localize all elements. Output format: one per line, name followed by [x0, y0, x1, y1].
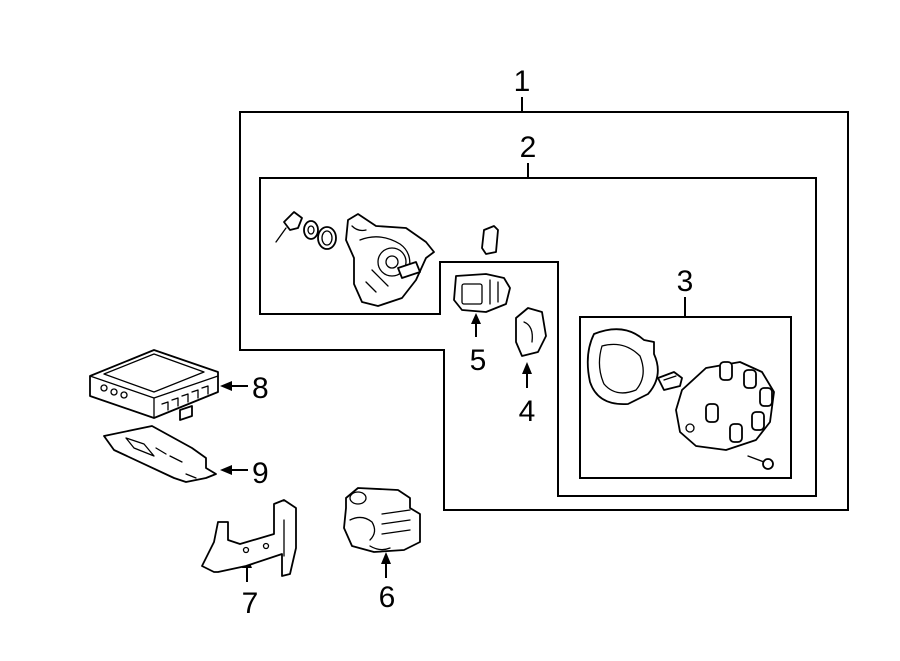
- part-8-control-module: [89, 349, 219, 421]
- assembly-frame-2: [259, 177, 817, 497]
- callout-2[interactable]: 2: [520, 131, 537, 164]
- small-clip: [481, 225, 499, 255]
- arrow-4: [522, 362, 532, 388]
- callout-7[interactable]: 7: [242, 587, 259, 620]
- callout-1[interactable]: 1: [514, 65, 531, 98]
- part-9-bracket: [103, 425, 217, 483]
- callout-6[interactable]: 6: [379, 581, 396, 614]
- callout-5[interactable]: 5: [470, 344, 487, 377]
- arrow-8: [220, 381, 248, 391]
- callout-9[interactable]: 9: [252, 457, 269, 490]
- part-3-screw: [747, 455, 774, 470]
- part-6-ignition-coil: [343, 487, 421, 553]
- part-3-rotor: [657, 371, 683, 391]
- distributor-housing: [345, 213, 435, 307]
- part-4-bracket: [515, 307, 547, 357]
- part-3-gasket: [586, 328, 659, 405]
- arrow-5: [471, 313, 481, 337]
- seal-parts-group: [275, 211, 337, 250]
- part-7-bracket: [201, 499, 297, 577]
- callout-8[interactable]: 8: [252, 372, 269, 405]
- part-3-distributor-cap: [675, 361, 775, 451]
- arrow-6: [381, 552, 391, 578]
- callout-3[interactable]: 3: [677, 265, 694, 298]
- part-5-sensor: [453, 273, 511, 313]
- arrow-9: [220, 465, 248, 475]
- callout-4[interactable]: 4: [519, 395, 536, 428]
- assembly-frame-1: [239, 111, 849, 511]
